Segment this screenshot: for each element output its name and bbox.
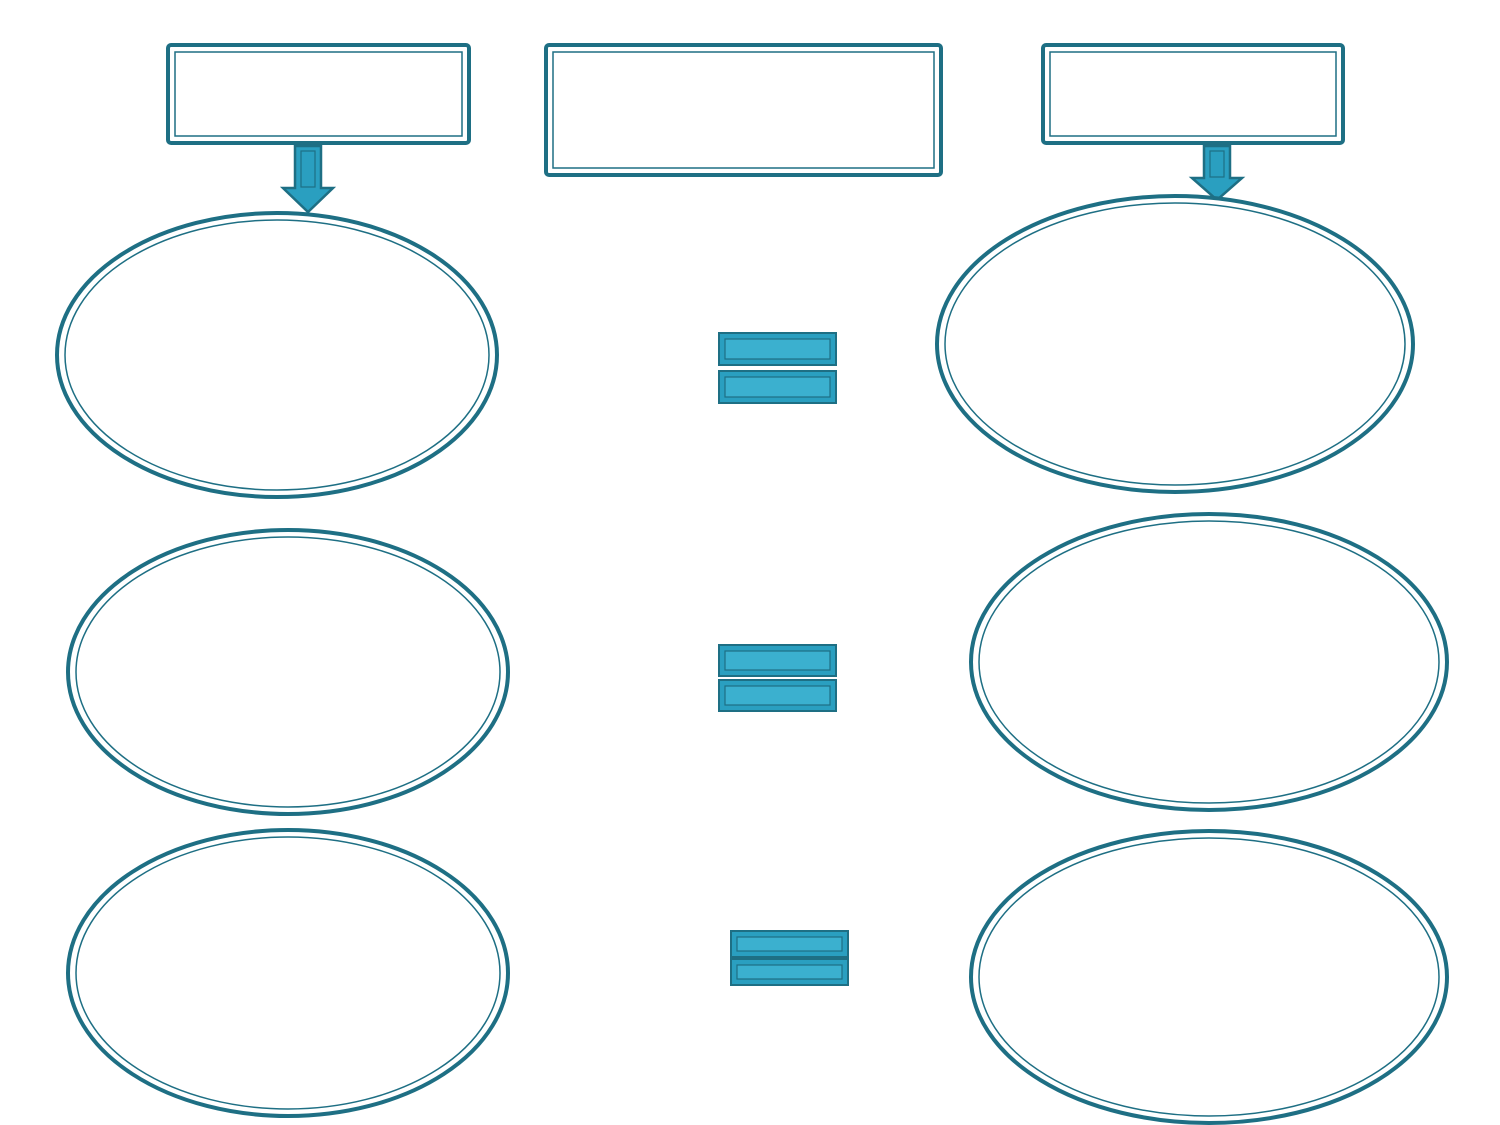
- equals-sign-1-bottom-bar: [718, 370, 837, 404]
- right-oval-1: [935, 194, 1415, 494]
- left-oval-1: [55, 211, 499, 499]
- equals-sign-3-bottom-bar: [730, 958, 849, 986]
- center-header-box: [544, 43, 943, 177]
- equals-sign-3: [730, 930, 849, 986]
- equals-sign-3-top-bar: [730, 930, 849, 958]
- equals-sign-2-bottom-bar: [718, 679, 837, 712]
- equals-sign-1-top-bar: [718, 332, 837, 366]
- right-down-arrow-icon: [1188, 144, 1246, 202]
- right-oval-3: [969, 829, 1449, 1125]
- left-oval-3: [66, 828, 510, 1118]
- equals-sign-2: [718, 644, 837, 712]
- right-header-box: [1041, 43, 1345, 145]
- equals-sign-2-top-bar: [718, 644, 837, 677]
- left-oval-2: [66, 528, 510, 816]
- left-header-box: [166, 43, 471, 145]
- equals-sign-1: [718, 332, 837, 404]
- right-oval-2: [969, 512, 1449, 812]
- left-down-arrow-icon: [279, 144, 337, 214]
